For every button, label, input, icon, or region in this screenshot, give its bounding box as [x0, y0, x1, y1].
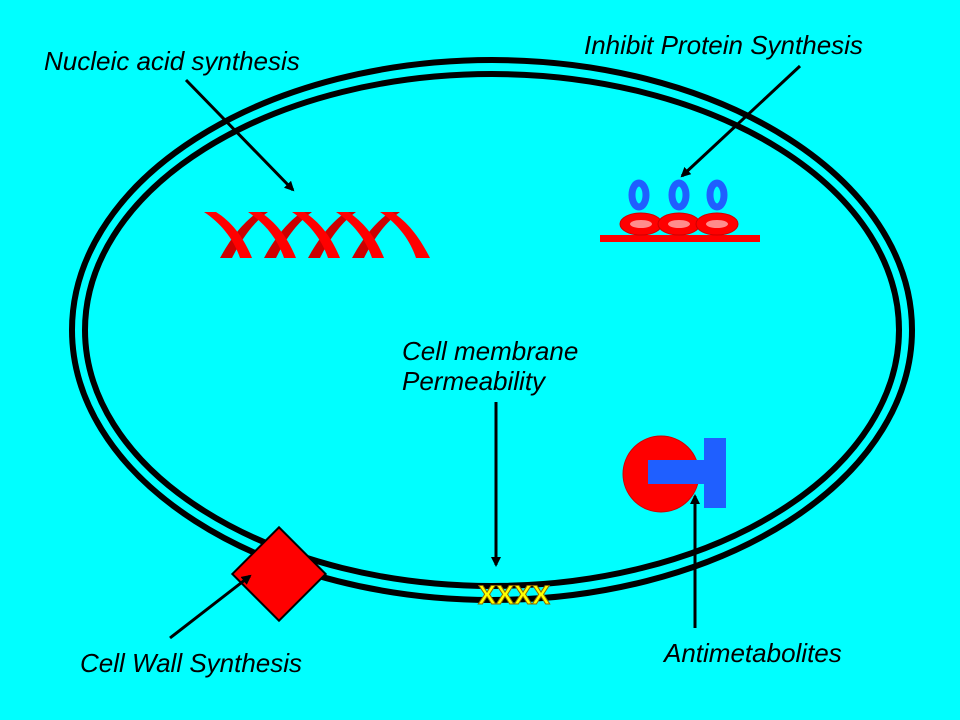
dna-helix-icon: [204, 212, 430, 258]
cell-wall-outline: [69, 57, 915, 603]
cell-membrane-outline: [82, 71, 902, 589]
label-membrane-line2: Permeability: [402, 366, 546, 396]
label-cell-membrane-permeability: Cell membrane Permeability: [402, 336, 578, 396]
label-membrane-line1: Cell membrane: [402, 336, 579, 366]
arrow-cell-wall: [169, 574, 252, 640]
arrow-nucleic: [184, 78, 295, 192]
label-antimetabolites: Antimetabolites: [664, 638, 842, 668]
ribosome-icon: [600, 179, 760, 242]
label-cell-wall-synthesis: Cell Wall Synthesis: [80, 648, 303, 678]
label-inhibit-protein-synthesis: Inhibit Protein Synthesis: [584, 30, 863, 60]
antimetabolite-icon: [622, 435, 726, 513]
cell-wall-diamond-icon: [230, 525, 328, 623]
membrane-xxxx-marker: XXXX: [478, 580, 550, 610]
arrow-protein: [680, 64, 802, 178]
label-nucleic-acid-synthesis: Nucleic acid synthesis: [44, 46, 300, 76]
